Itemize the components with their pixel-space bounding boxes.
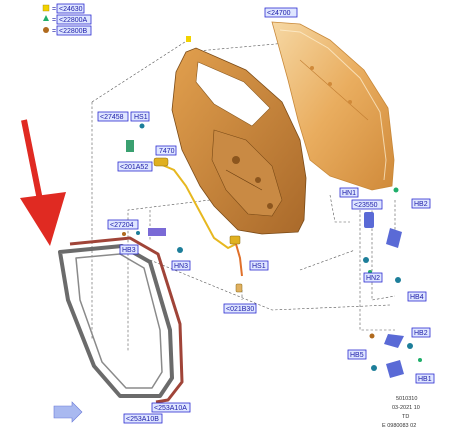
callout-hs1-mid: HS1 xyxy=(252,263,266,270)
triangle-green-icon xyxy=(43,15,49,21)
construction-lines xyxy=(91,39,396,352)
callout-23550: <23550 xyxy=(354,202,378,209)
callout-hn2: HN2 xyxy=(366,275,380,282)
callout-hb5: HB5 xyxy=(350,352,364,359)
legend: = <24630 = <22800A = <22800B xyxy=(42,3,92,36)
callout-hb4: HB4 xyxy=(410,294,424,301)
fixtures-right xyxy=(363,187,422,378)
callout-27458: <27458 xyxy=(100,114,124,121)
callout-hn1: HN1 xyxy=(342,190,356,197)
callout-253a10a: <253A10A xyxy=(154,405,187,412)
callout-hb2-a: HB2 xyxy=(414,201,428,208)
outer-door-panel xyxy=(271,21,395,191)
ref-line-4: E 0980083 02 xyxy=(382,423,416,429)
legend-code-box xyxy=(56,25,92,36)
callout-hn3: HN3 xyxy=(174,263,188,270)
legend-code-2: <22800A xyxy=(59,17,88,24)
ref-line-3: TD xyxy=(402,414,409,420)
callout-253a10b: <253A10B xyxy=(126,416,159,423)
callout-27204: <27204 xyxy=(110,222,134,229)
inner-door-frame xyxy=(171,36,307,235)
door-seals xyxy=(58,236,184,404)
callout-labels: <24700 <27458 HS1 7470 <201A52 <27204 HB… xyxy=(97,7,435,424)
svg-text:=: = xyxy=(52,28,56,35)
svg-text:=: = xyxy=(52,17,56,24)
ref-line-2: 03-2021 10 xyxy=(392,405,420,411)
callout-021b30: <021B30 xyxy=(226,306,254,313)
legend-code-box xyxy=(56,3,85,14)
callout-201a52: <201A52 xyxy=(120,164,148,171)
wiring-harness xyxy=(153,157,243,293)
legend-code-1: <24630 xyxy=(59,6,83,13)
legend-code-3: <22800B xyxy=(59,28,88,35)
callout-hb1: HB1 xyxy=(418,376,432,383)
callout-24700: <24700 xyxy=(267,10,291,17)
legend-code-box xyxy=(56,14,92,25)
square-yellow-icon xyxy=(186,36,191,42)
view-arrow-icon xyxy=(53,401,83,423)
callout-7470: 7470 xyxy=(159,148,175,155)
callout-hb2-b: HB2 xyxy=(414,330,428,337)
fixtures-left xyxy=(122,123,183,253)
callout-hs1-top: HS1 xyxy=(134,114,148,121)
drawing-reference: 5010310 03-2021 10 TD E 0980083 02 xyxy=(382,396,420,429)
callout-hb3: HB3 xyxy=(122,247,136,254)
red-arrow-icon xyxy=(20,119,66,246)
ref-line-1: 5010310 xyxy=(396,396,417,402)
square-yellow-icon xyxy=(42,4,50,12)
circle-brown-icon xyxy=(43,27,49,33)
svg-text:=: = xyxy=(52,6,56,13)
